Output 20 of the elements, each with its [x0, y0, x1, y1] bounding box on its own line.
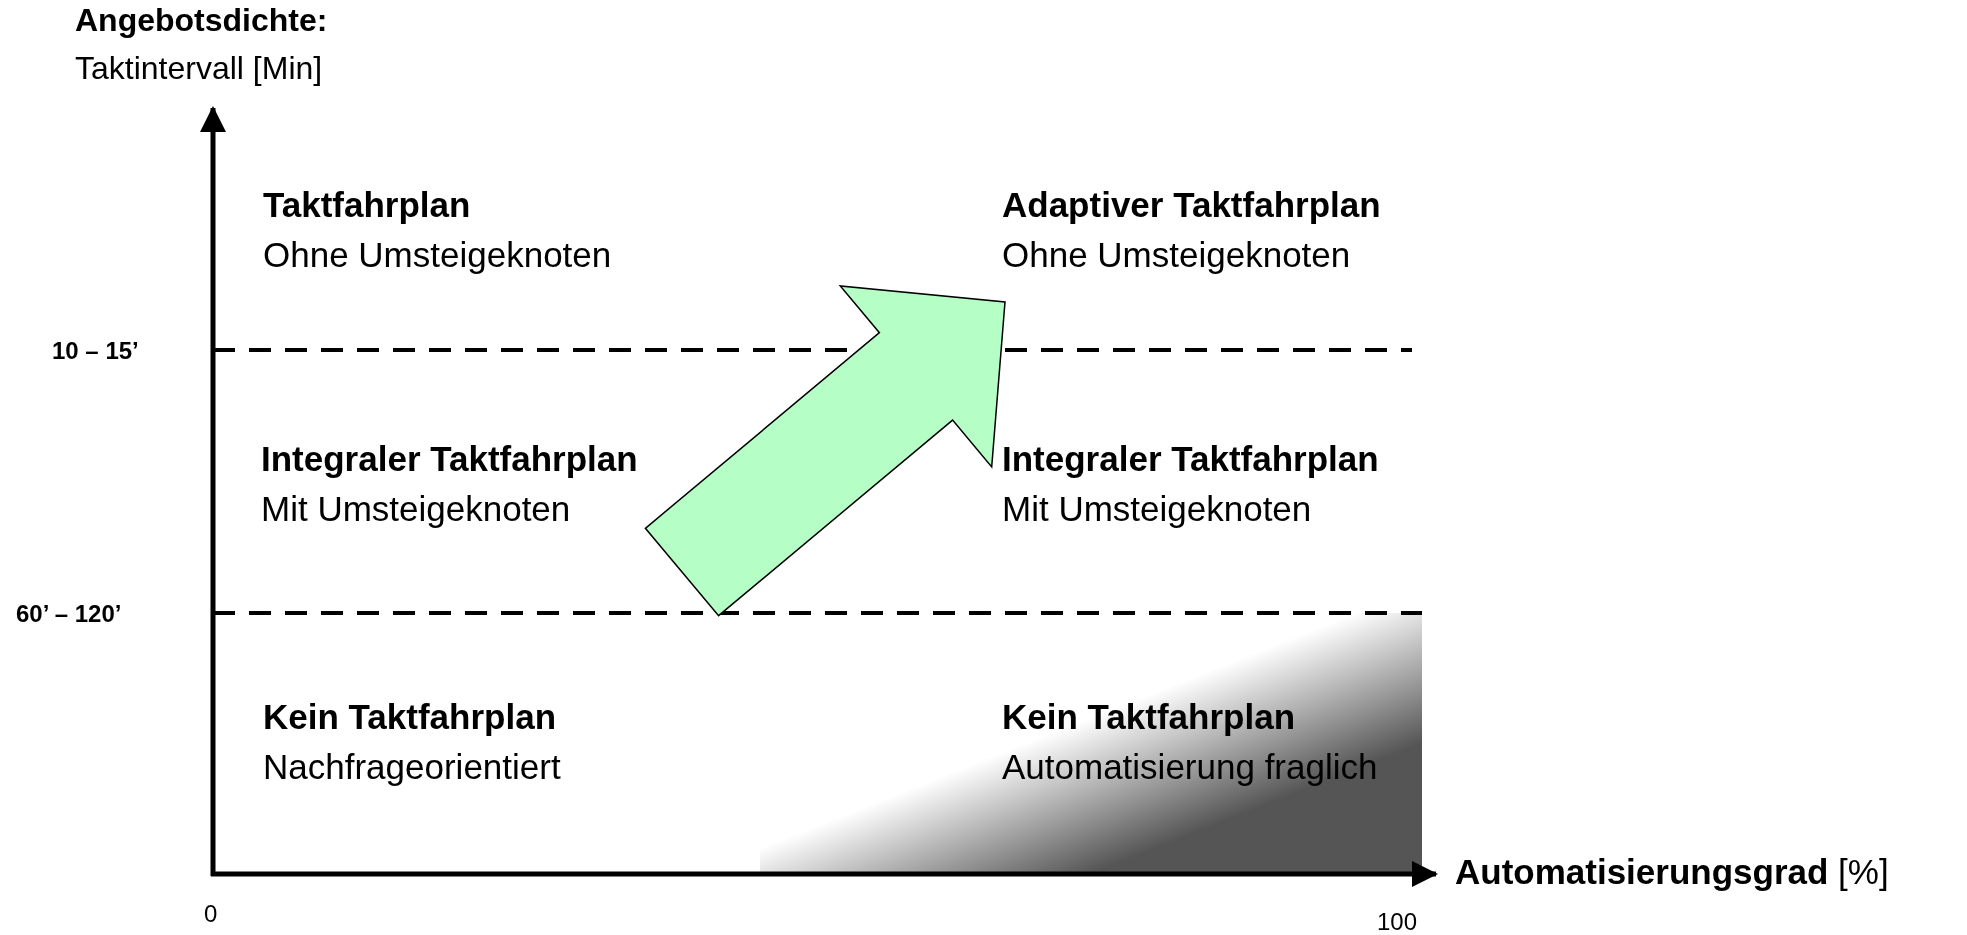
- axis-title: Angebotsdichte:: [75, 2, 328, 39]
- tick-label: 10 – 15’: [52, 337, 139, 365]
- tick-label: 60’ – 120’: [16, 600, 122, 628]
- axis-unit: Taktintervall [Min]: [75, 50, 323, 87]
- region-description: Ohne Umsteigeknoten: [263, 234, 612, 276]
- axis-title: Automatisierungsgrad [%]: [1455, 852, 1889, 892]
- region-description: Nachfrageorientiert: [263, 746, 561, 788]
- region-heading: Kein Taktfahrplan: [1002, 696, 1296, 738]
- region-description: Mit Umsteigeknoten: [261, 488, 572, 530]
- tick-label: 100: [1377, 908, 1418, 935]
- region-heading: Integraler Taktfahrplan: [261, 438, 638, 480]
- region-heading: Taktfahrplan: [263, 184, 472, 226]
- region-description: Automatisierung fraglich: [1002, 746, 1378, 788]
- block-arrow: [644, 284, 1006, 617]
- region-heading: Adaptiver Taktfahrplan: [1002, 184, 1381, 226]
- region-description: Mit Umsteigeknoten: [1002, 488, 1313, 530]
- tick-label: 0: [204, 900, 218, 928]
- region-heading: Kein Taktfahrplan: [263, 696, 557, 738]
- region-heading: Integraler Taktfahrplan: [1002, 438, 1379, 480]
- region-description: Ohne Umsteigeknoten: [1002, 234, 1352, 276]
